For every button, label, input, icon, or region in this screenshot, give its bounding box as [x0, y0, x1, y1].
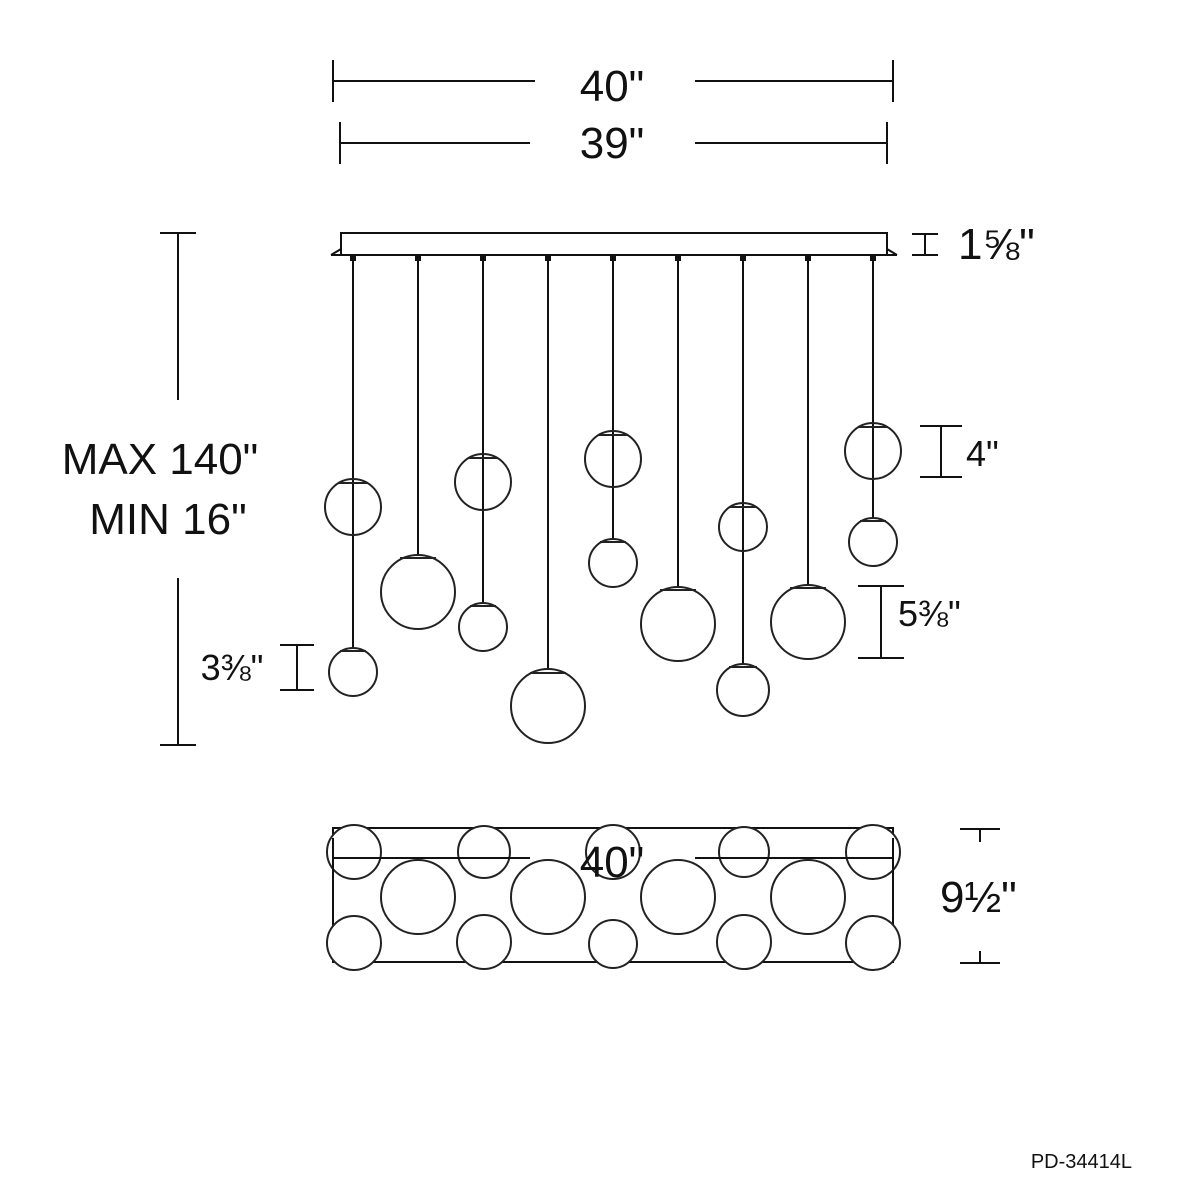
bottom-depth-label: 9½"	[940, 873, 1017, 922]
plan-view	[326, 824, 901, 971]
globe-large-label: 5⅜"	[898, 593, 961, 634]
overall-height-dimension: MAX 140" MIN 16"	[62, 232, 259, 746]
pendant-cables	[350, 255, 876, 670]
canopy-height-dimension: 1⅝"	[912, 220, 1035, 269]
globe-medium-label: 4"	[966, 433, 999, 474]
min-length-label: MIN 16"	[89, 495, 246, 544]
model-number: PD-34414L	[1031, 1151, 1132, 1173]
top-width-outer-label: 40"	[580, 62, 645, 111]
pendant-globes	[324, 422, 902, 744]
bottom-width-label: 40"	[580, 838, 645, 887]
globe-large-dimension: 5⅜"	[858, 585, 961, 659]
canopy	[330, 232, 898, 256]
bottom-width-dimension: 40"	[332, 838, 894, 887]
globe-medium-dimension: 4"	[920, 425, 999, 478]
globe-small-dimension: 3⅜"	[201, 644, 314, 691]
canopy-height-label: 1⅝"	[958, 220, 1035, 269]
max-length-label: MAX 140"	[62, 435, 259, 484]
globe-small-label: 3⅜"	[201, 647, 264, 688]
bottom-depth-dimension: 9½"	[940, 828, 1017, 964]
top-width-inner-label: 39"	[580, 119, 645, 168]
top-width-outer-dimension: 40"	[332, 60, 894, 111]
top-width-inner-dimension: 39"	[339, 119, 888, 168]
